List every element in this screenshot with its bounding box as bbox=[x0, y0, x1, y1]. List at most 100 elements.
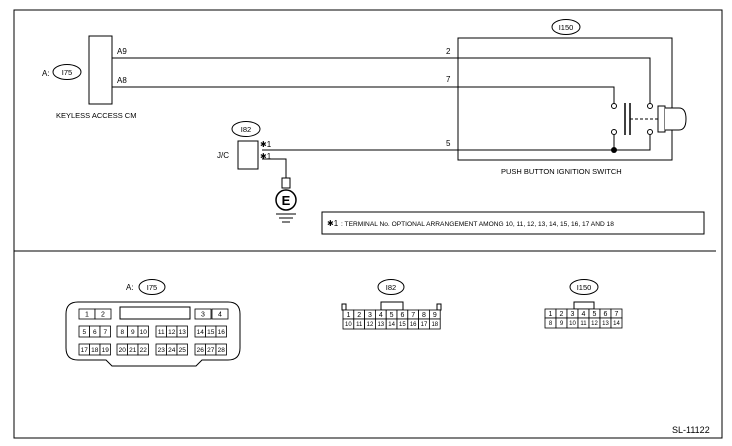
pin-number: 2 bbox=[560, 311, 564, 318]
diagram-frame bbox=[13, 9, 723, 439]
wire-jc bbox=[262, 135, 615, 151]
button-plunger bbox=[657, 105, 666, 133]
ground-terminal bbox=[281, 177, 291, 189]
contact-b bbox=[611, 129, 617, 135]
switch-box bbox=[457, 37, 673, 161]
note-marker: ✱1 bbox=[327, 219, 339, 228]
jc-name: J/C bbox=[217, 151, 229, 160]
pin-number: 6 bbox=[604, 311, 608, 318]
contact-d bbox=[647, 129, 653, 135]
pin-cell bbox=[176, 343, 188, 356]
pin-number: 26 bbox=[197, 347, 205, 354]
pin-number: 2 bbox=[101, 312, 105, 319]
pin-number: 18 bbox=[431, 322, 438, 328]
pin-number: 6 bbox=[400, 312, 404, 319]
pin-number: 15 bbox=[399, 322, 406, 328]
pin-number: 14 bbox=[388, 322, 395, 328]
pin-number: 10 bbox=[140, 329, 148, 336]
pin-number: 1 bbox=[549, 311, 553, 318]
pin-cell bbox=[99, 343, 111, 356]
pin-number: 3 bbox=[201, 312, 205, 319]
pin-number: 4 bbox=[218, 312, 222, 319]
pin-a9-label: A9 bbox=[117, 47, 127, 56]
i150-face-badge bbox=[569, 279, 599, 295]
pin-number: 16 bbox=[218, 329, 226, 336]
pin-number: 5 bbox=[82, 329, 86, 336]
pin-cell bbox=[428, 318, 441, 330]
pin-number: 21 bbox=[129, 347, 137, 354]
pin-cell bbox=[94, 308, 112, 320]
pin-number: 11 bbox=[158, 329, 165, 336]
pin-number: 10 bbox=[569, 321, 576, 327]
pin-number: 14 bbox=[197, 329, 205, 336]
pin-number: 2 bbox=[357, 312, 361, 319]
pin-number: 28 bbox=[218, 347, 226, 354]
junction-dot bbox=[611, 147, 617, 153]
keyless-code: I75 bbox=[62, 68, 72, 77]
pin-number: 11 bbox=[356, 322, 363, 328]
i82-lug-right bbox=[436, 303, 442, 311]
pin-number: 8 bbox=[549, 321, 553, 327]
pin-number: 24 bbox=[168, 347, 176, 354]
push-button-ignition-switch: I150 PUSH BUTTON IGNITION SWITCH bbox=[457, 19, 687, 176]
switch-code-badge bbox=[551, 19, 581, 35]
pin-number: 17 bbox=[421, 322, 428, 328]
pin-number: 22 bbox=[140, 347, 148, 354]
pin-number: 20 bbox=[119, 347, 127, 354]
i75-latch bbox=[119, 306, 191, 320]
pin-number: 4 bbox=[582, 311, 586, 318]
pin-number: 9 bbox=[560, 321, 564, 327]
switch-name: PUSH BUTTON IGNITION SWITCH bbox=[501, 167, 622, 176]
pin-number: 13 bbox=[179, 329, 187, 336]
jc-code: I82 bbox=[241, 125, 251, 134]
i75-face-prefix: A: bbox=[126, 283, 134, 292]
figure-id: SL-11122 bbox=[672, 425, 710, 435]
pin-number: 6 bbox=[93, 329, 97, 336]
keyless-access-cm: A: I75 A9 A8 KEYLESS ACCESS CM bbox=[42, 35, 136, 120]
ground-letter: E bbox=[282, 193, 291, 208]
pin-cell bbox=[215, 325, 227, 338]
pin-number: 1 bbox=[85, 312, 89, 319]
pin-number: 7 bbox=[411, 312, 415, 319]
pin-cell bbox=[99, 325, 111, 338]
wire-a9 bbox=[112, 57, 651, 104]
pin-number: 15 bbox=[207, 329, 215, 336]
wire-label-bottom: 5 bbox=[446, 139, 451, 148]
pin-number: 23 bbox=[158, 347, 166, 354]
contact-a bbox=[611, 103, 617, 109]
jc-box bbox=[237, 140, 259, 170]
terminal-note: ✱1 : TERMINAL No. OPTIONAL ARRANGEMENT A… bbox=[321, 211, 705, 235]
jc-code-badge bbox=[231, 121, 261, 137]
i82-face-code: I82 bbox=[386, 283, 396, 292]
i75-face-code: I75 bbox=[147, 283, 157, 292]
jc-pin-top: ✱1 bbox=[260, 140, 272, 149]
wire-label-top: 2 bbox=[446, 47, 451, 56]
wire-ground bbox=[262, 158, 287, 178]
pin-number: 16 bbox=[410, 322, 417, 328]
pin-number: 13 bbox=[602, 321, 609, 327]
i82-face-badge bbox=[377, 279, 405, 295]
pin-cell bbox=[194, 308, 212, 320]
pin-number: 4 bbox=[379, 312, 383, 319]
wire-jc-return bbox=[614, 135, 651, 151]
pin-number: 10 bbox=[345, 322, 352, 328]
pin-number: 3 bbox=[368, 312, 372, 319]
pin-number: 12 bbox=[367, 322, 374, 328]
i150-key bbox=[573, 301, 595, 310]
note-box bbox=[321, 211, 705, 235]
keyless-prefix: A: bbox=[42, 69, 50, 78]
pin-number: 17 bbox=[81, 347, 89, 354]
pin-cell bbox=[211, 308, 229, 320]
ground-symbol: E bbox=[275, 177, 297, 223]
pin-number: 25 bbox=[179, 347, 187, 354]
pin-number: 14 bbox=[613, 321, 620, 327]
note-text: : TERMINAL No. OPTIONAL ARRANGEMENT AMON… bbox=[341, 221, 614, 228]
switch-code: I150 bbox=[559, 23, 574, 32]
pin-number: 19 bbox=[102, 347, 110, 354]
joint-connector: I82 J/C ✱1 ✱1 bbox=[217, 121, 272, 170]
